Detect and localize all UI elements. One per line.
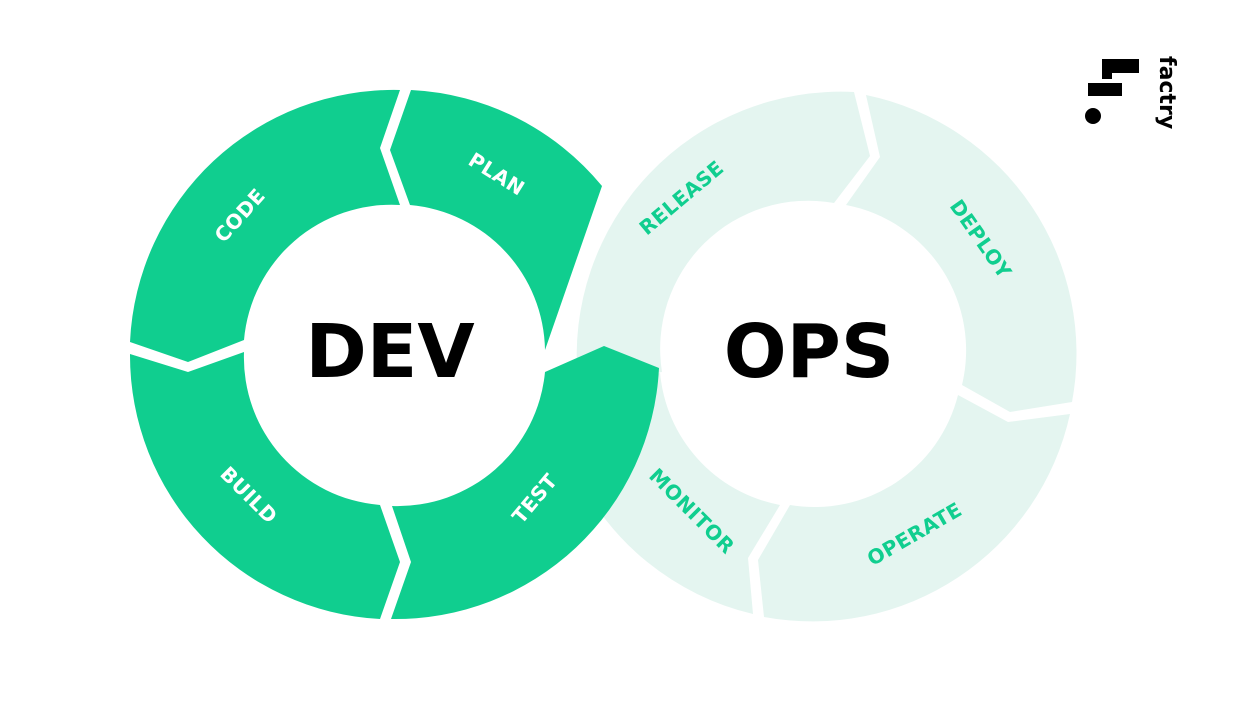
factry-logo: factry	[1085, 56, 1179, 129]
ops-segment-operate	[758, 395, 1070, 622]
factry-logo-icon	[1085, 59, 1139, 124]
dev-center-label: DEV	[305, 309, 474, 395]
dev-segment-test	[391, 346, 659, 620]
dev-segment-code	[130, 89, 400, 363]
dev-segment-plan	[390, 90, 602, 350]
factry-wordmark: factry	[1154, 56, 1179, 129]
dev-ring	[129, 89, 659, 620]
ops-segment-deploy	[846, 95, 1077, 412]
ops-center-label: OPS	[724, 309, 894, 395]
ops-segment-release	[576, 91, 870, 382]
dev-segment-build	[129, 352, 400, 619]
